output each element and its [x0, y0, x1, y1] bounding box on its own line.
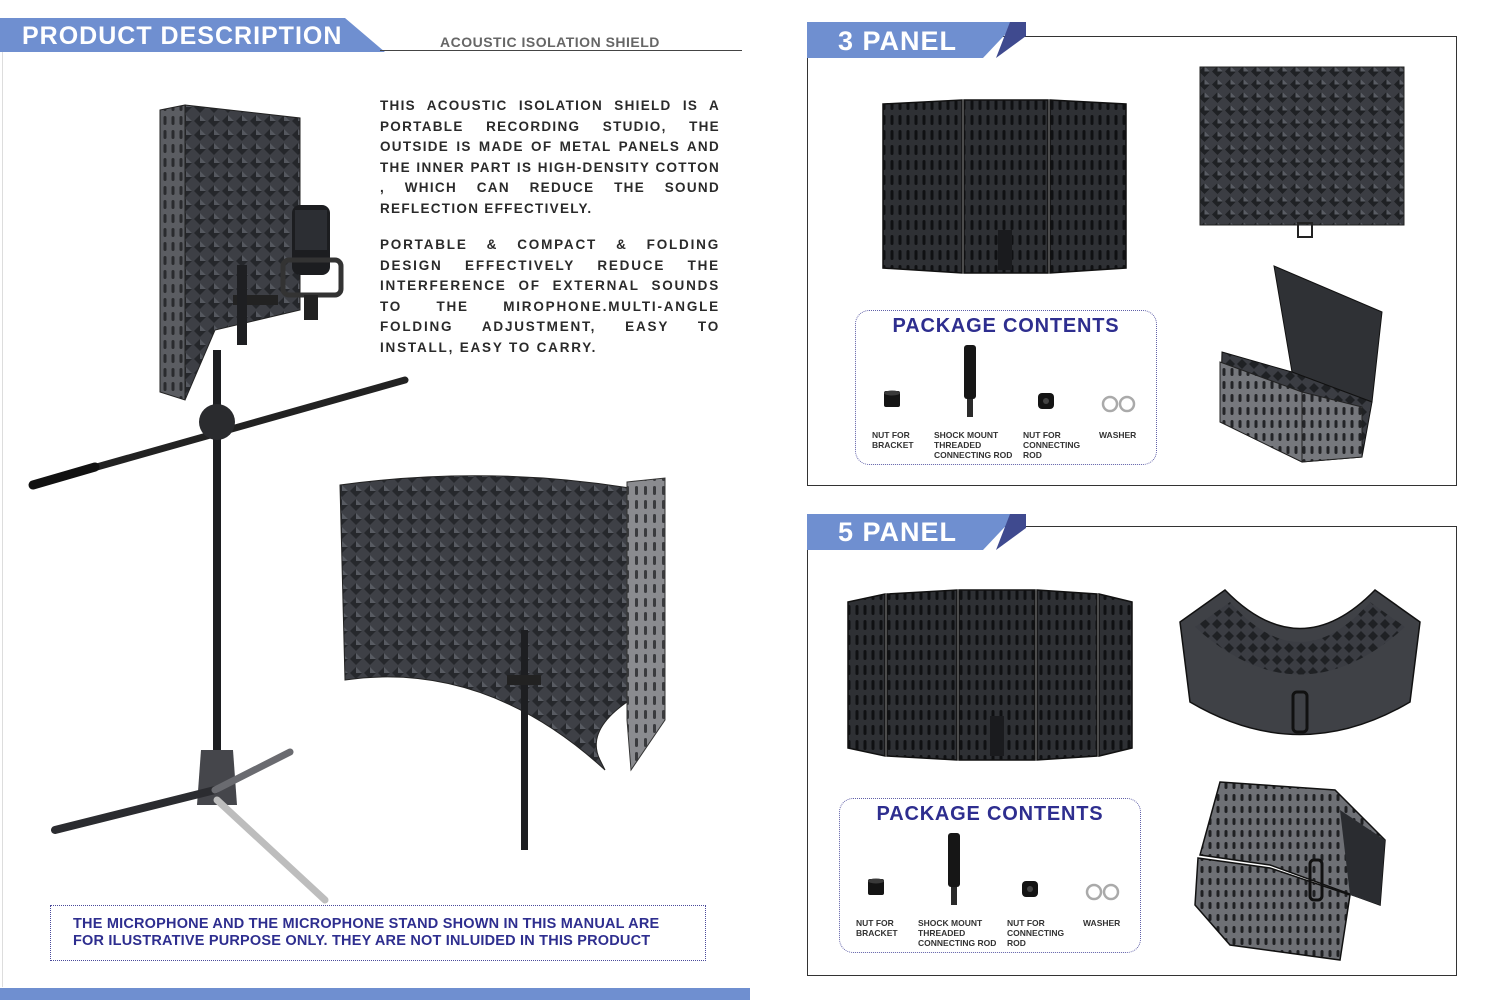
package-contents-3-panel: PACKAGE CONTENTS NUT FOR BRACKET SHOCK M…: [855, 310, 1157, 465]
metal-panel-icon: [882, 99, 1127, 274]
foam-shield-icon: [1179, 589, 1421, 736]
disclaimer-line-2: FOR ILUSTRATIVE PURPOSE ONLY. THEY ARE N…: [73, 933, 651, 949]
label-line: THREADED: [918, 928, 966, 938]
package-item-label: NUT FOR CONNECTING ROD: [1007, 918, 1064, 948]
washer-icon: [1085, 883, 1120, 901]
package-item-label: SHOCK MOUNT THREADED CONNECTING ROD: [918, 918, 996, 948]
five-panel-tab: [807, 514, 1017, 550]
label-line: SHOCK MOUNT: [934, 430, 999, 440]
description-paragraph-1: THIS ACOUSTIC ISOLATION SHIELD IS A PORT…: [380, 98, 720, 216]
package-contents-5-panel: PACKAGE CONTENTS NUT FOR BRACKET SHOCK M…: [839, 798, 1141, 953]
folded-shield-icon: [1194, 781, 1386, 961]
label-line: ROD: [1007, 938, 1026, 948]
label-line: BRACKET: [856, 928, 898, 938]
label-line: WASHER: [1083, 918, 1121, 928]
package-item-label: NUT FOR BRACKET: [872, 430, 914, 450]
nut-icon: [884, 390, 900, 407]
label-line: CONNECTING: [1023, 440, 1081, 450]
page-title: PRODUCT DESCRIPTION: [22, 22, 343, 50]
left-page: PRODUCT DESCRIPTION ACOUSTIC ISOLATION S…: [0, 18, 750, 1000]
header-divider: [380, 50, 742, 51]
threaded-rod-icon: [948, 833, 960, 905]
threaded-rod-icon: [964, 345, 976, 417]
package-item-label: NUT FOR CONNECTING ROD: [1023, 430, 1080, 460]
description-paragraph-2: PORTABLE & COMPACT & FOLDING DESIGN EFFE…: [380, 237, 720, 355]
nut-icon: [1038, 393, 1054, 409]
label-line: CONNECTING: [1007, 928, 1065, 938]
page-border: [2, 52, 3, 987]
folded-shield-icon: [1219, 265, 1383, 463]
package-item-label: NUT FOR BRACKET: [856, 918, 898, 938]
five-panel-title: 5 PANEL: [838, 517, 958, 547]
bottom-bar: [0, 988, 750, 1000]
package-item-label: WASHER: [1099, 430, 1136, 440]
label-line: WASHER: [1099, 430, 1137, 440]
label-line: NUT FOR: [872, 430, 910, 440]
label-line: BRACKET: [872, 440, 914, 450]
three-panel-title: 3 PANEL: [838, 26, 958, 56]
package-item-label: WASHER: [1083, 918, 1120, 928]
label-line: NUT FOR: [856, 918, 894, 928]
disclaimer-text: THE MICROPHONE AND THE MICROPHONE STAND …: [73, 916, 693, 950]
package-contents-title: PACKAGE CONTENTS: [892, 315, 1120, 337]
nut-icon: [868, 878, 884, 895]
metal-panel-icon: [847, 589, 1133, 761]
three-panel-tab: [807, 22, 1017, 58]
mic-stand-icon: [28, 104, 409, 904]
header-tab: [0, 18, 385, 52]
disclaimer-line-1: THE MICROPHONE AND THE MICROPHONE STAND …: [73, 916, 660, 932]
package-item-label: SHOCK MOUNT THREADED CONNECTING ROD: [934, 430, 1012, 460]
label-line: ROD: [1023, 450, 1042, 460]
washer-icon: [1101, 395, 1136, 413]
label-line: THREADED: [934, 440, 982, 450]
microphone-icon: [280, 205, 344, 320]
label-line: CONNECTING ROD: [934, 450, 1013, 460]
label-line: NUT FOR: [1007, 918, 1045, 928]
label-line: CONNECTING ROD: [918, 938, 997, 948]
package-contents-title: PACKAGE CONTENTS: [876, 803, 1104, 825]
foam-shield-icon: [339, 475, 666, 850]
disclaimer-box: THE MICROPHONE AND THE MICROPHONE STAND …: [50, 905, 706, 961]
page-subtitle: ACOUSTIC ISOLATION SHIELD: [440, 34, 660, 50]
label-line: NUT FOR: [1023, 430, 1061, 440]
right-page: 3 PANEL: [750, 0, 1500, 1000]
nut-icon: [1022, 881, 1038, 897]
foam-shield-icon: [1199, 66, 1405, 238]
label-line: SHOCK MOUNT: [918, 918, 983, 928]
